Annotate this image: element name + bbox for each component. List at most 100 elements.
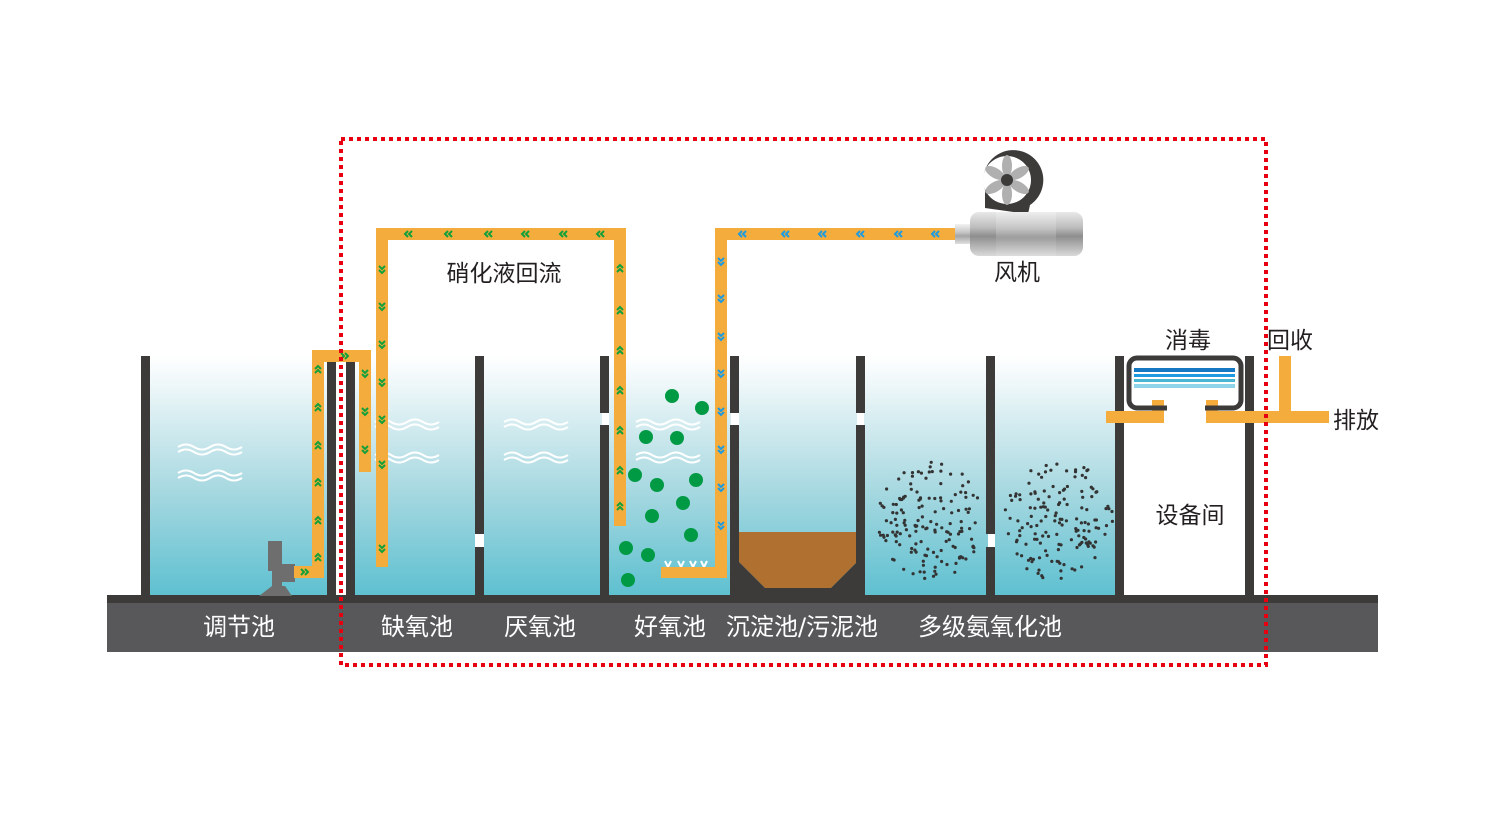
particle: [1110, 509, 1114, 514]
particle: [942, 507, 946, 511]
particle: [902, 521, 906, 525]
particle: [972, 550, 976, 554]
particle: [1094, 526, 1098, 530]
flow-arrow-left: [737, 230, 747, 238]
wall: [986, 356, 995, 534]
particle: [1044, 514, 1048, 519]
particle: [918, 496, 923, 500]
particle: [968, 527, 972, 531]
particle: [1088, 541, 1092, 545]
particle: [1089, 485, 1093, 489]
pipe-recycle-up: [1279, 356, 1291, 423]
particle: [971, 544, 975, 548]
particle: [970, 537, 974, 541]
particle: [895, 523, 899, 527]
particle: [885, 533, 890, 538]
particle: [1083, 520, 1087, 525]
pump-icon: [259, 541, 295, 596]
flow-arrow-left: [483, 230, 493, 238]
particle: [1073, 568, 1077, 572]
particle: [1026, 558, 1031, 562]
particle: [1053, 514, 1057, 518]
particle: [964, 495, 968, 499]
bubble: [645, 509, 659, 523]
hopper-wall-right: [829, 562, 857, 590]
particle: [919, 540, 923, 544]
wall: [600, 356, 609, 413]
particle: [1106, 504, 1110, 508]
wall: [1245, 356, 1254, 596]
particle: [1018, 529, 1022, 533]
particle: [921, 563, 926, 567]
flow-arrow-down: [717, 445, 725, 455]
pipe-air-bottom: [661, 567, 727, 578]
particle: [914, 529, 918, 533]
water-regulating: [150, 356, 330, 596]
particle: [1055, 462, 1059, 466]
particle: [917, 506, 921, 510]
particle: [1075, 517, 1079, 521]
particle: [1058, 491, 1062, 495]
particle: [903, 523, 907, 527]
particle: [1020, 526, 1024, 530]
particle: [961, 484, 965, 488]
bubble: [639, 430, 653, 444]
flow-arrow-left: [817, 230, 827, 238]
particle: [948, 532, 953, 536]
particle: [1059, 576, 1063, 580]
particle: [1015, 552, 1019, 556]
particle: [1042, 489, 1046, 493]
flow-arrow-right: [300, 568, 310, 576]
flow-arrow-down: [378, 460, 386, 470]
particle: [933, 569, 937, 573]
wall: [327, 362, 336, 596]
label-regulating-tank: 调节池: [203, 613, 275, 641]
particle-cloud: [877, 460, 1114, 581]
particle: [1085, 508, 1089, 512]
particle: [1056, 560, 1061, 564]
particle: [1082, 466, 1086, 470]
particle: [1029, 514, 1033, 519]
particle: [935, 522, 939, 526]
tank-walls: [141, 356, 1254, 596]
particle: [1051, 484, 1055, 489]
particle: [940, 462, 944, 466]
flow-arrow-left: [893, 230, 903, 238]
particle: [1040, 475, 1044, 479]
particle: [1003, 508, 1008, 512]
particle: [895, 530, 899, 534]
particle: [1059, 569, 1063, 573]
water-ammonia-2: [995, 356, 1115, 596]
particle: [927, 496, 931, 500]
particle: [939, 499, 943, 503]
particle: [1079, 521, 1083, 525]
water-anoxic: [355, 356, 475, 596]
system-boundary: [339, 137, 1268, 667]
particle: [929, 520, 933, 524]
particle: [1047, 495, 1051, 499]
ripple: [503, 456, 569, 464]
particle: [1095, 490, 1099, 494]
flow-arrow-down: [378, 415, 386, 425]
flow-arrow-down: [717, 332, 725, 342]
flow-arrow-down: [361, 369, 369, 379]
flow-arrow-up: [616, 501, 624, 511]
particle: [918, 570, 922, 574]
particle: [1065, 484, 1069, 489]
flow-arrow-up: [616, 385, 624, 395]
hopper-wall-left: [739, 562, 767, 590]
bubble: [628, 468, 642, 482]
particle: [959, 520, 963, 524]
particle: [1042, 501, 1046, 505]
particle: [915, 490, 919, 494]
particle: [924, 476, 928, 480]
pipe-return-right: [614, 228, 626, 526]
flow-arrow-down: [378, 302, 386, 312]
particle: [1029, 556, 1033, 561]
particle: [1043, 470, 1048, 474]
particle: [1077, 534, 1081, 538]
flow-arrow-down: [717, 521, 725, 531]
particle: [1018, 498, 1022, 502]
particle: [1062, 487, 1067, 491]
particle: [933, 565, 937, 569]
